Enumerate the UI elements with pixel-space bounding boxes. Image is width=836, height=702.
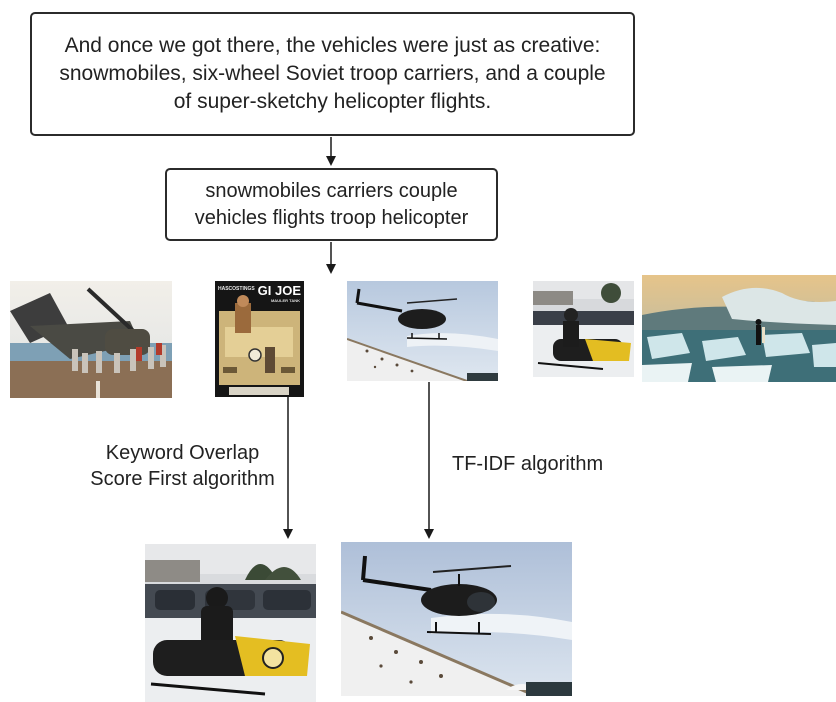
- gi-joe-title: GI JOE: [257, 283, 301, 298]
- gi-joe-brand: HASCOSTINGS: [218, 286, 255, 292]
- sentence-box: And once we got there, the vehicles were…: [30, 12, 635, 136]
- candidate-image-helicopter-snow: [347, 281, 498, 381]
- candidate-image-snowmobile: [533, 281, 634, 377]
- candidate-image-helicopter-carrier: [10, 281, 172, 398]
- keyword-overlap-label: Keyword Overlap Score First algorithm: [90, 442, 275, 490]
- keywords-text: snowmobiles carriers couple vehicles fli…: [194, 180, 469, 229]
- gi-joe-subtitle: MAULER TANK: [270, 298, 300, 303]
- keywords-box: snowmobiles carriers couple vehicles fli…: [165, 168, 498, 241]
- result-image-snowmobile: [145, 544, 316, 702]
- tfidf-label: TF-IDF algorithm: [452, 453, 604, 475]
- sentence-text: And once we got there, the vehicles were…: [59, 34, 606, 113]
- candidate-image-gi-joe-box: HASCOSTINGS GI JOE MAULER TANK: [215, 281, 304, 397]
- result-image-helicopter: [341, 542, 572, 696]
- candidate-image-surfer-ice: [642, 275, 836, 382]
